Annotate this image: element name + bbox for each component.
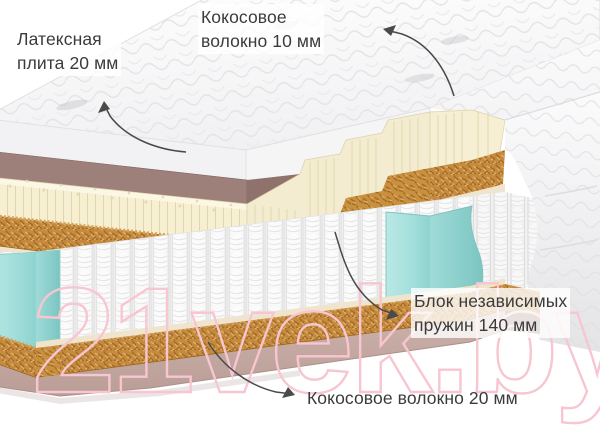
label-coconut-bottom: Кокосовое волокно 20 мм bbox=[304, 385, 521, 411]
arrow-latex-head bbox=[98, 101, 110, 113]
label-spring-block-line2: пружин 140 мм bbox=[414, 315, 538, 335]
quilted-cover-right-wall bbox=[504, 91, 600, 352]
felt-separator-lower bbox=[36, 278, 505, 348]
arrow-block-path bbox=[334, 231, 397, 316]
label-coconut-top-line1: Кокосовое bbox=[201, 7, 287, 27]
label-latex-line2: плита 20 мм bbox=[17, 53, 119, 73]
label-coconut-bottom-line1: Кокосовое волокно 20 мм bbox=[307, 388, 518, 408]
arrow-coco10-path bbox=[385, 29, 455, 97]
callout-arrows bbox=[98, 25, 455, 398]
pocket-spring-block-right-end bbox=[470, 192, 545, 300]
label-spring-block: Блок независимых пружин 140 мм bbox=[411, 288, 571, 338]
label-coconut-top-line2: волокно 10 мм bbox=[201, 31, 322, 51]
arrow-latex-path bbox=[103, 103, 187, 153]
label-coconut-top: Кокосовое волокно 10 мм bbox=[198, 4, 325, 54]
arrow-coco20-head bbox=[282, 387, 295, 398]
teal-foam-frame-left bbox=[0, 249, 61, 353]
label-latex-slab: Латексная плита 20 мм bbox=[14, 26, 122, 76]
label-latex-line1: Латексная bbox=[17, 29, 102, 49]
arrow-coco10-head bbox=[383, 25, 396, 36]
latex-slab-left bbox=[0, 177, 248, 247]
base-panel-bottom bbox=[0, 310, 506, 404]
arrow-block-head bbox=[386, 309, 399, 320]
arrow-coco20-path bbox=[207, 341, 293, 395]
label-spring-block-line1: Блок независимых bbox=[414, 291, 568, 311]
